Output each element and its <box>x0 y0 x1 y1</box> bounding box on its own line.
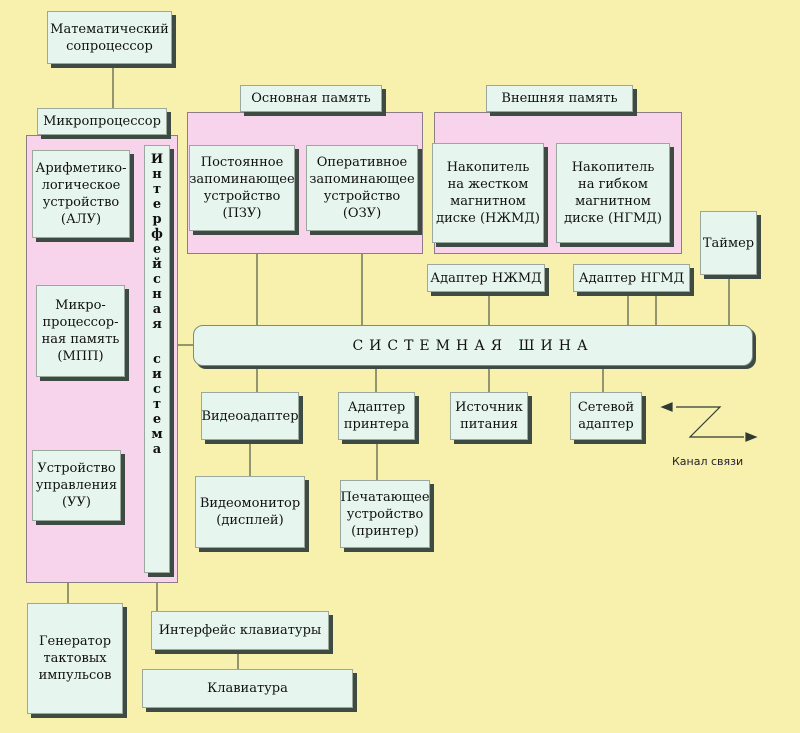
fdd-block: Накопитель на гибком магнитном диске (НГ… <box>556 143 670 243</box>
main-memory-label: Основная память <box>240 85 382 112</box>
network-adapter-block: Сетевой адаптер <box>570 392 642 440</box>
hdd-block: Накопитель на жестком магнитном диске (Н… <box>432 143 544 243</box>
power-supply-block: Источник питания <box>450 392 528 440</box>
mpp-block: Микро- процессор- ная память (МПП) <box>36 285 125 377</box>
rom-block: Постоянное запоминающее устройство (ПЗУ) <box>189 145 295 231</box>
control-unit-block: Устройство управления (УУ) <box>32 450 121 521</box>
hdd-adapter-block: Адаптер НЖМД <box>427 264 545 292</box>
alu-block: Арифметико- логическое устройство (АЛУ) <box>32 150 130 238</box>
video-monitor-block: Видеомонитор (дисплей) <box>195 476 305 548</box>
ram-block: Оперативное запоминающее устройство (ОЗУ… <box>306 145 418 231</box>
communication-channel-label: Канал связи <box>672 455 744 468</box>
channel-zigzag-arrow <box>660 402 758 442</box>
printer-adapter-block: Адаптер принтера <box>338 392 415 440</box>
keyboard-interface-block: Интерфейс клавиатуры <box>151 611 329 650</box>
clock-generator-block: Генератор тактовых импульсов <box>27 603 123 714</box>
math-coprocessor-block: Математический сопроцессор <box>47 11 172 64</box>
microprocessor-label: Микропроцессор <box>37 108 167 135</box>
timer-block: Таймер <box>700 211 757 275</box>
keyboard-block: Клавиатура <box>142 669 353 708</box>
printer-block: Печатающее устройство (принтер) <box>340 480 430 548</box>
system-bus: СИСТЕМНАЯ ШИНА <box>193 325 753 366</box>
external-memory-label: Внешняя память <box>486 85 633 112</box>
video-adapter-block: Видеоадаптер <box>201 392 299 440</box>
fdd-adapter-block: Адаптер НГМД <box>573 264 690 292</box>
